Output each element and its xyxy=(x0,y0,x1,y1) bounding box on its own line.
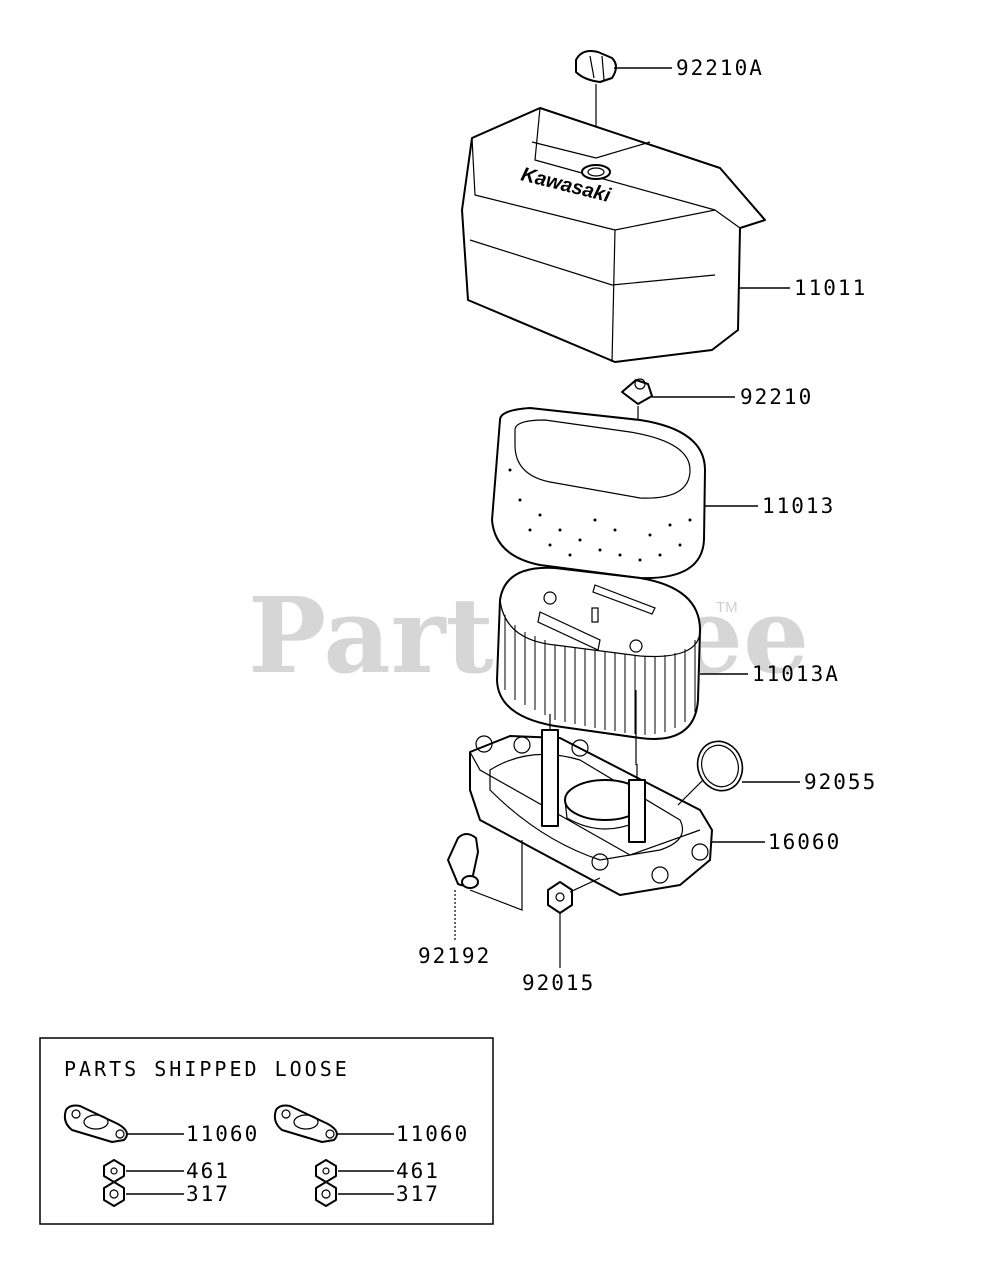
label-11011: 11011 xyxy=(794,276,867,300)
nut-part-92015[interactable] xyxy=(547,877,601,968)
label-92055: 92055 xyxy=(804,770,877,794)
base-part-16060[interactable] xyxy=(469,690,713,896)
label-left-317: 317 xyxy=(186,1182,230,1206)
air-element-part-11013a[interactable] xyxy=(496,566,701,740)
washer-icon[interactable] xyxy=(103,1159,125,1183)
tube-part-92192[interactable] xyxy=(447,833,523,940)
label-92210: 92210 xyxy=(740,385,813,409)
watermark-tm: TM xyxy=(716,599,738,616)
parts-shipped-loose-box: PARTS SHIPPED LOOSE 11060 461 317 1 xyxy=(39,1037,494,1225)
label-92210a: 92210A xyxy=(676,56,764,80)
callouts: 92210A 11011 92210 11013 11013A 92055 16… xyxy=(418,56,877,995)
label-92015: 92015 xyxy=(522,971,595,995)
loose-left-group: 11060 461 317 xyxy=(63,1104,259,1207)
cover-part-11011[interactable]: Kawasaki xyxy=(461,107,766,363)
washer-icon[interactable] xyxy=(315,1159,337,1183)
label-right-461: 461 xyxy=(396,1159,440,1183)
label-left-11060: 11060 xyxy=(186,1122,259,1146)
nut-icon[interactable] xyxy=(103,1181,125,1207)
precleaner-part-11013[interactable] xyxy=(491,407,706,580)
loose-right-group: 11060 461 317 xyxy=(273,1104,469,1207)
leader-lines xyxy=(614,67,800,843)
oring-part-92055[interactable] xyxy=(677,735,749,806)
box-title: PARTS SHIPPED LOOSE xyxy=(64,1057,350,1081)
label-11013a: 11013A xyxy=(752,662,840,686)
label-right-317: 317 xyxy=(396,1182,440,1206)
label-16060: 16060 xyxy=(768,830,841,854)
label-11013: 11013 xyxy=(762,494,835,518)
label-left-461: 461 xyxy=(186,1159,230,1183)
nut-icon[interactable] xyxy=(315,1181,337,1207)
label-right-11060: 11060 xyxy=(396,1122,469,1146)
label-92192: 92192 xyxy=(418,944,491,968)
